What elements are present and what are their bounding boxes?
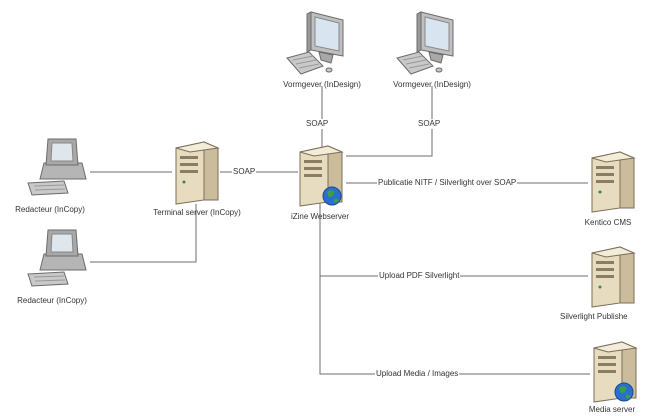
- media-server-node: [588, 338, 646, 404]
- silverlight-publisher-label: Silverlight Publishe: [560, 312, 628, 321]
- desktop-computer-icon: [286, 11, 344, 75]
- tower-server-icon: [591, 246, 636, 308]
- redacteur-2-node: [24, 228, 94, 290]
- web-server-globe-icon: [593, 341, 638, 403]
- terminal-server-node: [170, 138, 224, 206]
- terminal-server-label: Terminal server (InCopy): [153, 208, 241, 217]
- kentico-cms-node: [586, 148, 640, 214]
- vormgever-1-node: [283, 8, 353, 78]
- tower-server-icon: [175, 141, 220, 205]
- edge-label-kentico: Publicatie NITF / Silverlight over SOAP: [377, 178, 518, 188]
- vormgever-2-node: [393, 8, 463, 78]
- desktop-computer-icon: [396, 11, 454, 75]
- media-server-label: Media server: [588, 405, 636, 414]
- izine-webserver-node: [294, 142, 352, 210]
- edge-label-silverlight: Upload PDF Silverlight: [378, 271, 461, 281]
- desktop-computer-icon: [27, 229, 87, 287]
- vormgever-1-label: Vormgever (InDesign): [283, 80, 361, 89]
- kentico-cms-label: Kentico CMS: [584, 218, 632, 227]
- redacteur-2-label: Redacteur (InCopy): [17, 296, 87, 305]
- redacteur-1-label: Redacteur (InCopy): [15, 205, 85, 214]
- edge-label-vormgever2-soap: SOAP: [417, 119, 442, 129]
- tower-server-icon: [591, 151, 636, 213]
- redacteur-1-node: [24, 137, 94, 199]
- edge-label-media: Upload Media / Images: [375, 369, 460, 379]
- edge-label-vormgever1-soap: SOAP: [305, 119, 330, 129]
- izine-webserver-label: iZine Webserver: [290, 212, 350, 221]
- vormgever-2-label: Vormgever (InDesign): [393, 80, 471, 89]
- edge-label-terminal-soap: SOAP: [232, 167, 257, 177]
- silverlight-publisher-node: [586, 243, 640, 309]
- edge-webserver-media: [319, 198, 590, 375]
- web-server-globe-icon: [299, 145, 344, 207]
- edge-redacteur2-terminal: [90, 204, 197, 263]
- edge-vormgever2-webserver: [346, 86, 433, 157]
- desktop-computer-icon: [27, 138, 87, 196]
